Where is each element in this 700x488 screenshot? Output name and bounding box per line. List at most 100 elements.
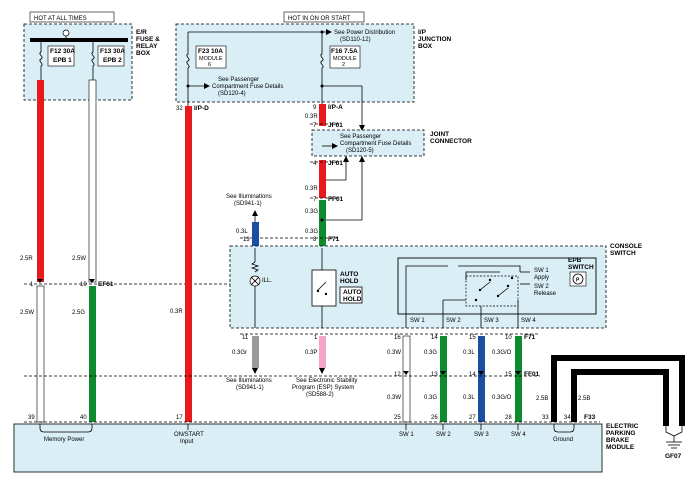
hot-on-start-header-box (283, 11, 365, 23)
epb-module-label-2: PARKING (606, 430, 636, 437)
module-onstart-2: Input (180, 439, 194, 445)
pin-15b: 15 (505, 372, 512, 378)
joint-connector-label-2: CONNECTOR (430, 138, 472, 145)
wire-illum-blue (252, 222, 259, 248)
module-sw3: SW 3 (474, 432, 489, 438)
hot-all-times-header-box (29, 11, 115, 23)
pass-fuse-note2-3: (SD120-5) (346, 148, 374, 154)
pin-1: 1 (30, 282, 34, 288)
wire-esp-pink (319, 336, 326, 368)
wire-label-ipa4: 0.3G (305, 229, 318, 235)
joint-connector-box (311, 129, 425, 157)
connector-f71-top: F71 (328, 236, 340, 243)
pin-39: 39 (28, 415, 35, 421)
module-sw4: SW 4 (511, 432, 526, 438)
fuse-module6-name2: 6 (208, 62, 211, 68)
wire-label-sw3-b: 0.3L (463, 395, 475, 401)
fuse-epb1-name: EPB 1 (53, 57, 72, 64)
pin-14b: 14 (469, 372, 476, 378)
connector-jf01-top: JF01 (328, 122, 343, 129)
module-memory-power: Memory Power (44, 437, 84, 443)
wire-label-w2-mid: 2.5G (72, 310, 85, 316)
power-dist-note-1: See Power Distribution (334, 30, 395, 36)
sw-pin-1-label: SW 1 (410, 318, 425, 324)
fuse-module2-rating: F16 7.5A (331, 48, 358, 55)
pin-14: 14 (431, 335, 438, 341)
wire-sw4-green (515, 336, 522, 422)
er-fuse-label-1: E/R (136, 29, 147, 36)
pin-27: 27 (469, 415, 476, 421)
wire-label-sw1-a: 0.3W (387, 350, 401, 356)
wire-label-illum-top: 0.3L (236, 229, 248, 235)
wire-label-sw4-b: 0.3G/O (492, 395, 512, 401)
wire-label-w2-top: 2.5W (72, 256, 86, 262)
connector-ff01-bottom: FF01 (524, 371, 540, 378)
wire-ipa-green (319, 200, 326, 248)
auto-hold-switch (311, 269, 337, 307)
wire-label-sw2-b: 0.3G (424, 395, 437, 401)
pass-fuse-note2-1: See Passenger (340, 134, 381, 140)
wire-sw1-white (402, 335, 411, 423)
fuse-module2-name1: MODULE (333, 56, 357, 62)
fuse-epb2-box (97, 45, 125, 67)
ill-label: ILL. (262, 278, 272, 284)
er-fuse-label-4: BOX (136, 50, 151, 57)
auto-hold-button-1: AUTO (343, 289, 361, 296)
wire-illum-gray (252, 336, 259, 368)
auto-hold-label-2: HOLD (340, 278, 359, 285)
esp-note-1: See Electronic Stability (296, 378, 357, 384)
esp-note-2: Program (ESP) System (292, 385, 354, 391)
pass-fuse-note2-2: Compartment Fuse Details (340, 141, 411, 147)
sw1-apply-2: Apply (534, 275, 549, 281)
sw-pin-2-label: SW 2 (446, 318, 461, 324)
er-bus-terminal (62, 29, 70, 37)
pin-11: 11 (242, 335, 249, 341)
wire-label-sw4-a: 0.3G/O (492, 350, 512, 356)
epb-module-label-4: MODULE (606, 444, 635, 451)
ip-junction-label-2: JUNCTION (418, 36, 452, 43)
epb-module-box (13, 423, 603, 473)
joint-connector-label-1: JOINT (430, 131, 449, 138)
wire-ipa-red-1 (319, 104, 326, 126)
fuse-module6-name1: MODULE (199, 56, 223, 62)
pin-33: 33 (542, 415, 549, 421)
illum-top-note-2: (SD941-1) (234, 201, 262, 207)
pin-34: 34 (564, 415, 571, 421)
wire-label-sw3-a: 0.3L (463, 350, 475, 356)
sw-pin-3-label: SW 3 (484, 318, 499, 324)
wire-epb1-red (37, 80, 44, 282)
ip-junction-label-1: I/P (418, 29, 427, 36)
epb-switch-block (397, 257, 597, 315)
er-fuse-label-3: RELAY (136, 43, 158, 50)
console-switch-label-2: SWITCH (610, 250, 636, 257)
wire-label-sw2-a: 0.3G (424, 350, 437, 356)
epb-switch-label-1: EPB (568, 257, 582, 264)
fuse-epb1-rating: F12 30A (50, 48, 75, 55)
illum-top-note-1: See Illuminations (226, 194, 272, 200)
wire-label-gnd-1: 2.5B (536, 396, 548, 402)
hot-all-times-header: HOT AT ALL TIMES (34, 16, 87, 22)
epb-switch-label-2: SWITCH (568, 264, 594, 271)
wire-label-esp: 0.3P (305, 350, 317, 356)
wire-label-ipa1: 0.3R (305, 114, 318, 120)
module-onstart-1: ON/START (174, 432, 204, 438)
wire-ground-black-2 (571, 369, 669, 426)
wire-label-ipa2: 0.3R (305, 186, 318, 192)
wire-ipa-red-2 (319, 160, 326, 198)
epb-module-label-1: ELECTRIC (606, 423, 639, 430)
fuse-module2-name2: 2 (342, 62, 345, 68)
pin-28: 28 (505, 415, 512, 421)
wire-epb2-white (88, 79, 97, 283)
fuse-module6-box (195, 45, 227, 69)
sw2-release-1: SW 2 (534, 284, 549, 290)
sw2-release-2: Release (534, 291, 557, 297)
wire-label-gnd-2: 2.5B (578, 396, 590, 402)
pin-4: 4 (313, 161, 317, 167)
connector-f71-bottom: F71 (524, 334, 536, 341)
sw-pin-4-label: SW 4 (521, 318, 536, 324)
pin-1b: 1 (314, 335, 318, 341)
connector-ipd: I/P-D (194, 105, 209, 112)
auto-hold-button (339, 286, 363, 304)
pin-7a: 7 (313, 123, 317, 129)
